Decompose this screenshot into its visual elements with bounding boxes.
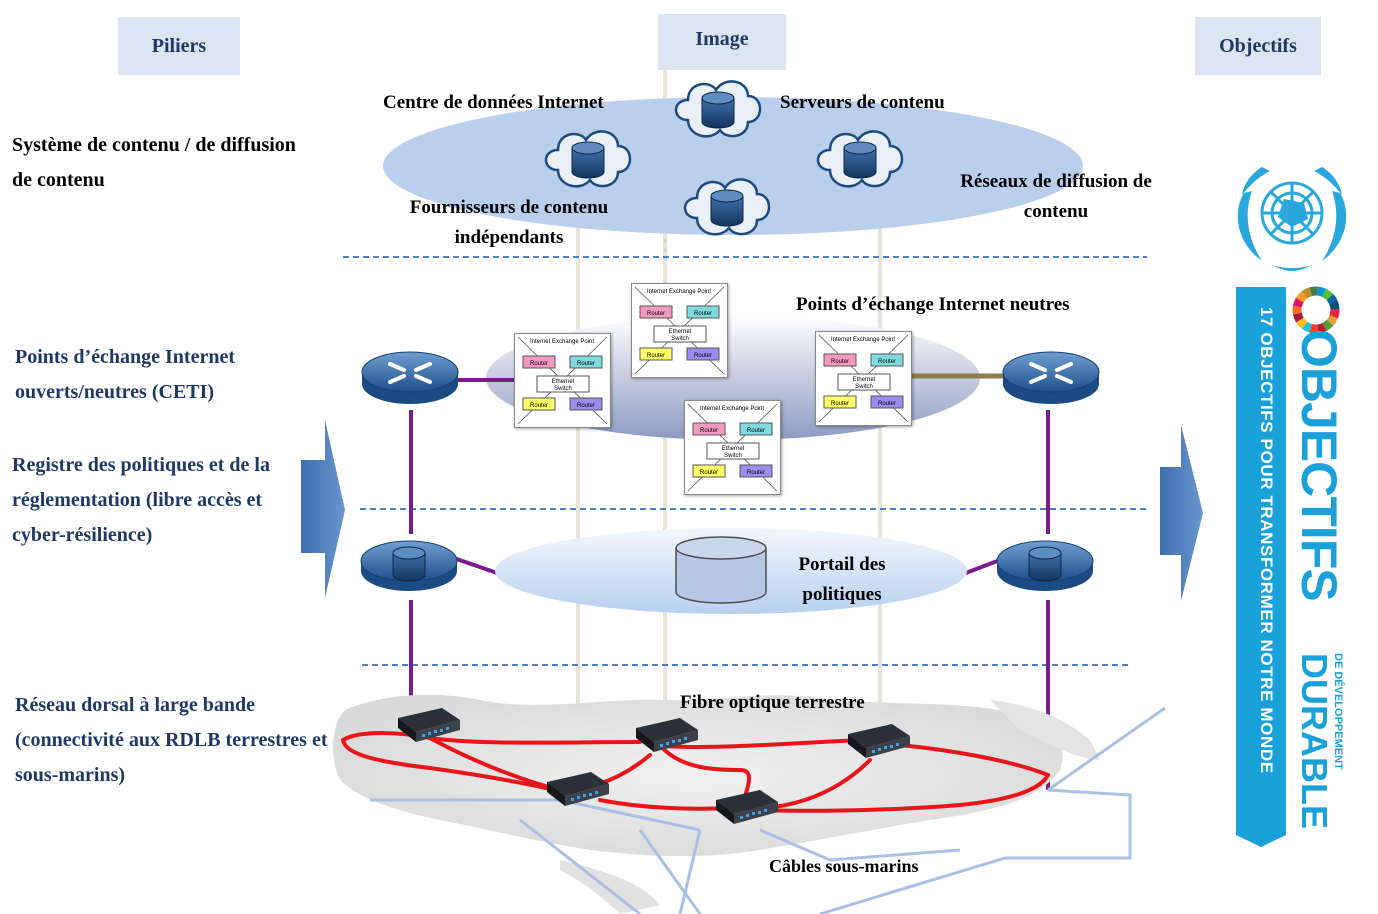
header-image-label: Image (695, 28, 749, 50)
ixp-router-label: Router (878, 401, 896, 407)
ixp-switch-label: Ethernet (722, 446, 745, 452)
label-content-servers: Serveurs de contenu (780, 92, 945, 113)
ixp-router-label: Router (694, 353, 712, 359)
ixp-switch-label: Switch (554, 386, 572, 392)
ixp-switch-label: Switch (724, 453, 742, 459)
sdg-band-tip (1236, 835, 1286, 847)
ixp-switch-label: Ethernet (669, 329, 692, 335)
pillar-content-system: Système de contenu / de diffusion de con… (12, 134, 296, 191)
ixp-router-label: Router (700, 428, 718, 434)
label-policy-portal: Portail des politiques (798, 554, 886, 605)
ixp-router-label: Router (747, 428, 765, 434)
label-independent-providers: Fournisseurs de contenu indépendants (409, 197, 609, 248)
database-icon (360, 540, 458, 592)
ixp-router-label: Router (831, 401, 849, 407)
header-piliers: Piliers (118, 17, 240, 75)
sdg-band (1236, 287, 1286, 835)
ixp-router-label: Router (878, 359, 896, 365)
ixp-router-label: Router (577, 361, 595, 367)
un-emblem-icon (1237, 167, 1347, 271)
ixp-router-label: Router (647, 353, 665, 359)
sdg-subtitle: 17 OBJECTIFS POUR TRANSFORMER NOTRE MOND… (1257, 307, 1276, 774)
ixp-router-label: Router (647, 311, 665, 317)
pillar-policy-registry: Registre des politiques et de la régleme… (12, 454, 270, 546)
ixp-router-label: Router (747, 470, 765, 476)
content-system-ellipse (383, 97, 1083, 235)
ixp-router-label: Router (530, 403, 548, 409)
ixp-title: Internet Exchange Point (530, 339, 594, 345)
database-icon (675, 536, 767, 604)
ixp-router-label: Router (831, 359, 849, 365)
ixp-switch-label: Ethernet (552, 379, 575, 385)
label-neutral-ixp: Points d’échange Internet neutres (796, 294, 1070, 315)
header-image: Image (658, 14, 786, 70)
ixp-switch-label: Switch (855, 384, 873, 390)
label-submarine-cables: Câbles sous-marins (769, 856, 919, 876)
ixp-title: Internet Exchange Point (831, 337, 895, 343)
ixp-switch-label: Ethernet (853, 377, 876, 383)
ixp-router-label: Router (700, 470, 718, 476)
header-objectifs: Objectifs (1195, 17, 1321, 75)
ixp-switch-label: Switch (671, 336, 689, 342)
label-cdn: Réseaux de diffusion de contenu (960, 171, 1152, 222)
ixp-router-label: Router (694, 311, 712, 317)
label-data-center: Centre de données Internet (383, 92, 604, 113)
pillar-ixp: Points d’échange Internet ouverts/neutre… (15, 346, 235, 403)
router-icon (1001, 350, 1101, 406)
label-terrestrial-fibre: Fibre optique terrestre (680, 692, 865, 713)
ixp-title: Internet Exchange Point (700, 406, 764, 412)
sdg-word-objectifs: OBJECTIFS (1291, 329, 1347, 601)
router-icon (360, 350, 460, 406)
header-piliers-label: Piliers (151, 34, 207, 57)
database-icon (996, 540, 1094, 592)
sdg-logo: 17 OBJECTIFS POUR TRANSFORMER NOTRE MOND… (1236, 287, 1347, 847)
ixp-router-label: Router (530, 361, 548, 367)
pillar-broadband-backbone: Réseau dorsal à large bande (connectivit… (15, 694, 328, 786)
arrow-right-icon (301, 420, 345, 598)
sdg-word-durable: DURABLE (1294, 653, 1335, 829)
sdg-wheel-icon (1292, 286, 1340, 334)
ixp-router-label: Router (577, 403, 595, 409)
arrow-right-icon (1160, 425, 1203, 601)
ixp-title: Internet Exchange Point (647, 289, 711, 295)
header-objectifs-label: Objectifs (1219, 34, 1297, 57)
